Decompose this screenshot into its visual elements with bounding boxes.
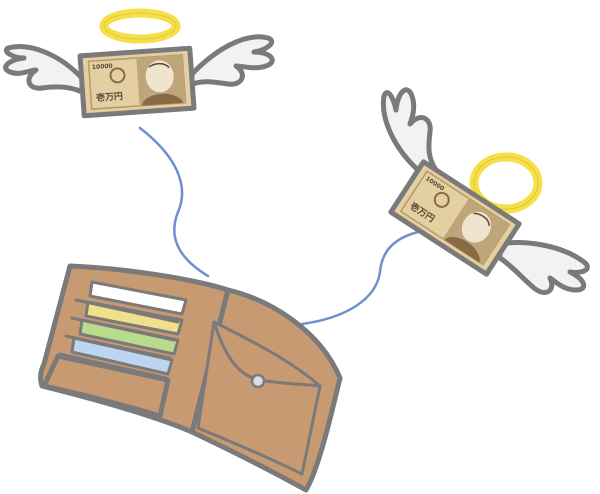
- banknote-denomination-text: 壱万円: [96, 90, 124, 104]
- wing-left-icon: [380, 87, 439, 173]
- card-yellow: [84, 300, 184, 336]
- wing-left-icon: [3, 44, 85, 95]
- wallet-icon: [38, 263, 343, 493]
- flight-path-right: [300, 230, 420, 326]
- wing-right-icon: [497, 240, 590, 295]
- flying-banknote-right: 壱万円 10000: [380, 87, 590, 295]
- flying-banknote-left: 壱万円 10000: [3, 8, 275, 119]
- flight-path-left: [138, 126, 210, 278]
- wing-right-icon: [189, 34, 275, 87]
- wallet-coin-pocket: [196, 320, 322, 476]
- wallet-snap-button: [250, 373, 266, 389]
- card-white: [88, 280, 188, 316]
- banknote-serial-text: 10000: [92, 63, 113, 71]
